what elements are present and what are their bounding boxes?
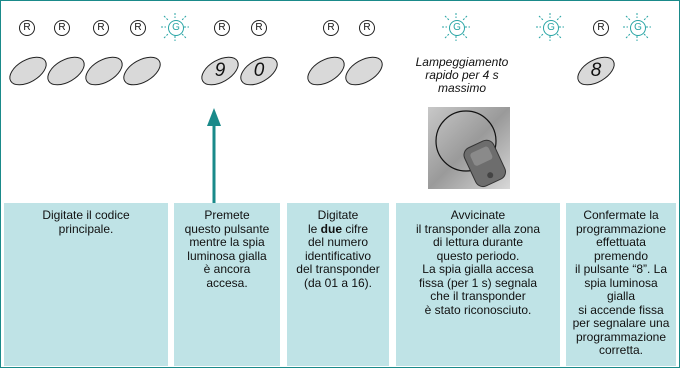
red-lamp-8: R xyxy=(359,20,375,36)
press-arrow xyxy=(207,108,221,204)
keypad-key xyxy=(44,56,88,86)
step-panel-3: Digitate le due cifre del numero identif… xyxy=(287,203,389,366)
red-lamp-7: R xyxy=(323,20,339,36)
green-lamp-label: G xyxy=(449,20,465,36)
red-lamp-1: R xyxy=(19,20,35,36)
blink-rays-icon xyxy=(623,13,651,41)
red-lamp-6: R xyxy=(251,20,267,36)
green-lamp-label: G xyxy=(630,20,646,36)
blink-rays-icon xyxy=(536,13,564,41)
keypad-key-9: 9 xyxy=(198,56,242,86)
keypad-key-0: 0 xyxy=(237,56,281,86)
red-lamp-2: R xyxy=(54,20,70,36)
blink-note: Lampeggiamento rapido per 4 s massimo xyxy=(415,55,509,95)
keypad-key-8: 8 xyxy=(574,56,618,86)
keypad-key xyxy=(342,56,386,86)
green-lamp-blinking-1: G xyxy=(161,13,189,41)
red-lamp-3: R xyxy=(93,20,109,36)
step-panel-4: Avvicinate il transponder alla zona di l… xyxy=(396,203,560,366)
step-panel-2: Premete questo pulsante mentre la spia l… xyxy=(174,203,280,366)
keypad-key xyxy=(120,56,164,86)
step-panel-1: Digitate il codice principale. xyxy=(4,203,168,366)
transponder-icon xyxy=(435,110,506,188)
red-lamp-5: R xyxy=(214,20,230,36)
transponder-illustration xyxy=(428,107,510,189)
step-panel-5: Confermate la programmazione effettuata … xyxy=(566,203,676,366)
blink-rays-icon xyxy=(442,13,470,41)
red-lamp-4: R xyxy=(130,20,146,36)
green-lamp-label: G xyxy=(168,20,184,36)
blink-rays-icon xyxy=(161,13,189,41)
keypad-key xyxy=(6,56,50,86)
green-lamp-blinking-3: G xyxy=(536,13,564,41)
keypad-key xyxy=(82,56,126,86)
green-lamp-steady: G xyxy=(623,13,651,41)
green-lamp-blinking-2: G xyxy=(442,13,470,41)
keypad-key xyxy=(304,56,348,86)
green-lamp-label: G xyxy=(543,20,559,36)
red-lamp-9: R xyxy=(593,20,609,36)
